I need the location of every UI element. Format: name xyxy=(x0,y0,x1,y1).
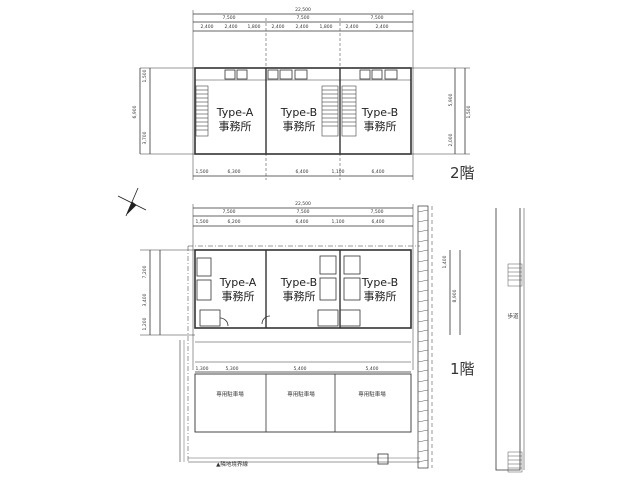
walkway-hatch xyxy=(507,263,523,473)
dim-2f-lower-4: 1,100 xyxy=(332,169,345,175)
north-arrow-icon xyxy=(117,187,147,217)
dim-bay-3: 7,500 xyxy=(371,15,384,21)
dim-bay-2: 7,500 xyxy=(297,15,310,21)
dim-right-2f-2: 1,500 xyxy=(466,105,472,118)
dim-right-2f-3: 2,000 xyxy=(448,133,454,146)
dim-1f-lower-4: 5,400 xyxy=(366,366,379,372)
dim-seg-4: 2,400 xyxy=(272,24,285,30)
unit-1f-b1-type: Type-B xyxy=(280,276,317,289)
unit-1f-b2-type: Type-B xyxy=(361,276,398,289)
dim-2f-lower-5: 6,400 xyxy=(372,169,385,175)
dim-left-1f-1: 7,200 xyxy=(142,265,148,278)
unit-1f-a-type: Type-A xyxy=(219,276,257,289)
second-floor-outline xyxy=(194,67,412,155)
unit-2f-b2-type: Type-B xyxy=(361,106,398,119)
dim-total-2f: 22,500 xyxy=(295,7,311,13)
dim-seg-7: 2,400 xyxy=(346,24,359,30)
dim-left-2f-1: 1,500 xyxy=(142,69,148,82)
unit-1f-b2-use: 事務所 xyxy=(364,289,397,303)
floor-label-2f: 2階 xyxy=(450,164,475,182)
unit-2f-b1-use: 事務所 xyxy=(283,119,316,133)
parking-label-1: 専用駐車場 xyxy=(216,390,244,398)
dim-seg-3: 1,800 xyxy=(248,24,261,30)
unit-2f-b2-use: 事務所 xyxy=(364,119,397,133)
walkway-outline xyxy=(495,208,521,471)
dim-1f-upper-5: 6,400 xyxy=(372,219,385,225)
dim-seg-5: 2,400 xyxy=(296,24,309,30)
dim-seg-1: 2,400 xyxy=(201,24,214,30)
dim-1f-lower-3: 5,400 xyxy=(294,366,307,372)
dim-seg-8: 2,400 xyxy=(376,24,389,30)
dim-left-1f-3: 1,200 xyxy=(142,317,148,330)
dim-1f-upper-4: 1,100 xyxy=(332,219,345,225)
dim-bay-1: 7,500 xyxy=(223,15,236,21)
walkway-label: 歩道 xyxy=(507,312,519,320)
dim-1f-upper-3: 6,400 xyxy=(296,219,309,225)
dim-right-1f-1: 1,400 xyxy=(442,255,448,268)
fence-strip xyxy=(417,205,429,469)
parking-label-2: 専用駐車場 xyxy=(287,390,315,398)
dim-1f-bay-1: 7,500 xyxy=(223,209,236,215)
dim-right-2f-1: 5,900 xyxy=(448,93,454,106)
unit-2f-a-use: 事務所 xyxy=(219,119,252,133)
dim-left-1f-2: 3,400 xyxy=(142,293,148,306)
dim-2f-lower-2: 6,300 xyxy=(228,169,241,175)
dim-seg-6: 1,800 xyxy=(320,24,333,30)
dim-1f-lower-2: 5,300 xyxy=(226,366,239,372)
unit-2f-a-type: Type-A xyxy=(216,106,254,119)
floor-label-1f: 1階 xyxy=(450,360,475,378)
dim-2f-lower-1: 1,500 xyxy=(196,169,209,175)
dim-total-1f: 22,500 xyxy=(295,201,311,207)
dim-left-2f-3: 3,700 xyxy=(142,131,148,144)
dim-1f-bay-3: 7,500 xyxy=(371,209,384,215)
unit-1f-b1-use: 事務所 xyxy=(283,289,316,303)
dim-1f-upper-1: 1,500 xyxy=(196,219,209,225)
stair-2f-b xyxy=(321,85,357,137)
boundary-note: ▲隣地境界線 xyxy=(216,460,248,468)
dim-1f-lower-1: 1,300 xyxy=(196,366,209,372)
parking-label-3: 専用駐車場 xyxy=(358,390,386,398)
dim-1f-bay-2: 7,500 xyxy=(297,209,310,215)
stair-2f-a xyxy=(195,85,209,137)
unit-1f-a-use: 事務所 xyxy=(222,289,255,303)
parking-area xyxy=(194,373,412,433)
dim-1f-upper-2: 6,200 xyxy=(228,219,241,225)
first-floor-outline xyxy=(194,249,412,329)
dim-seg-2: 2,400 xyxy=(225,24,238,30)
dim-2f-lower-3: 6,400 xyxy=(296,169,309,175)
dim-right-1f-2: 8,900 xyxy=(452,289,458,302)
dim-left-2f-2: 6,900 xyxy=(132,105,138,118)
unit-2f-b1-type: Type-B xyxy=(280,106,317,119)
